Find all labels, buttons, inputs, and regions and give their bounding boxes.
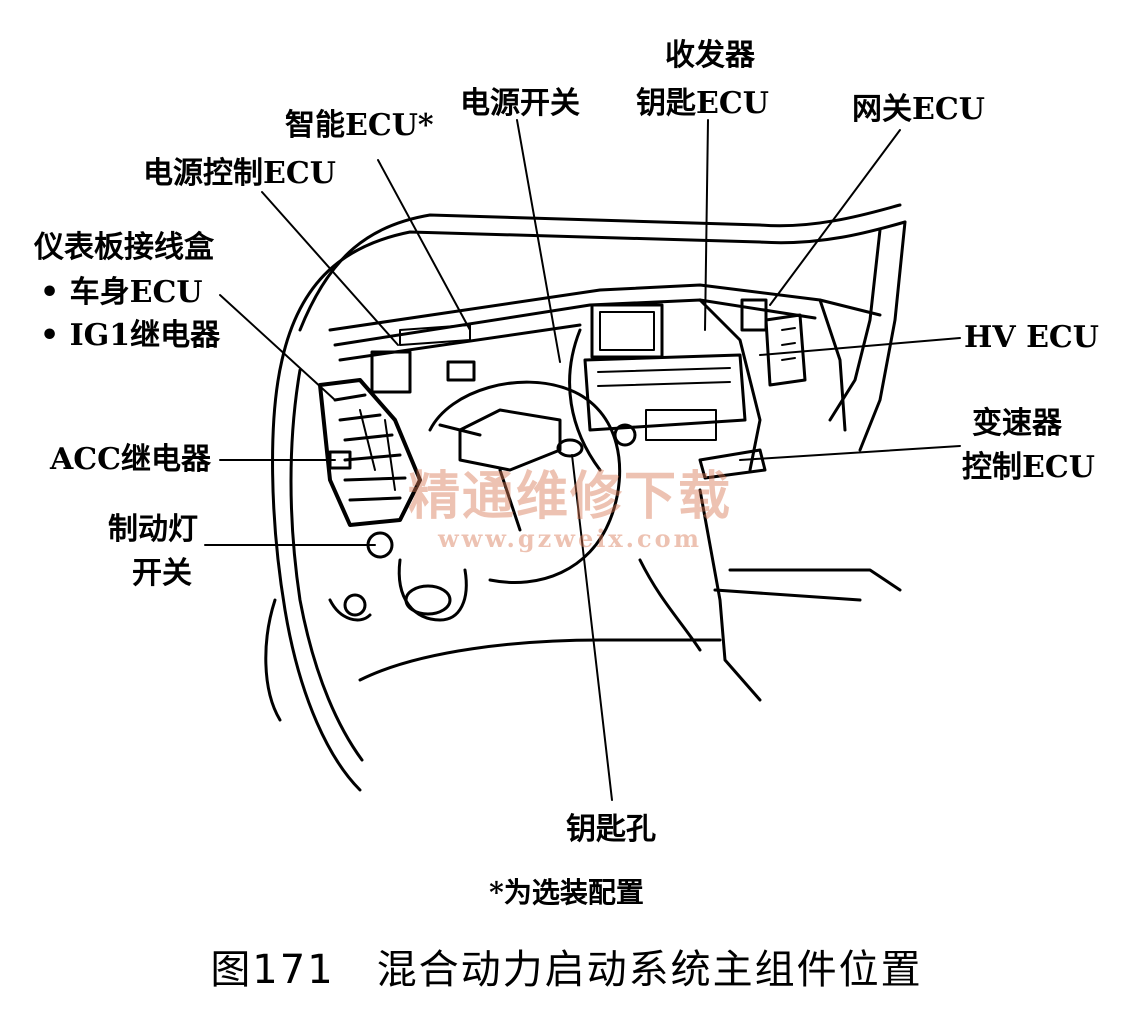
label-hv-ecu: HV ECU xyxy=(964,320,1099,355)
watermark-text: 精通维修下载 xyxy=(407,466,732,527)
steering-column xyxy=(428,380,622,584)
center-console xyxy=(568,298,762,472)
watermark: 精通维修下载 www.gzweix.com xyxy=(390,468,750,552)
label-key-slot: 钥匙孔 xyxy=(566,812,656,847)
label-transceiver-line2: 钥匙ECU xyxy=(636,86,769,121)
dashboard-top xyxy=(328,220,907,452)
lower-dash xyxy=(328,488,902,702)
right-ecu-boxes xyxy=(698,298,807,480)
figure-caption: 图171 混合动力启动系统主组件位置 xyxy=(0,946,1133,994)
label-ig1-relay: • IG1继电器 xyxy=(40,318,221,353)
figure-title: 混合动力启动系统主组件位置 xyxy=(376,947,923,993)
label-brake-switch-line2: 开关 xyxy=(132,556,192,591)
a-pillar-outline xyxy=(264,203,907,792)
label-power-switch: 电源开关 xyxy=(460,86,580,121)
label-brake-switch-line1: 制动灯 xyxy=(108,512,198,547)
label-gateway-ecu: 网关ECU xyxy=(852,92,985,127)
option-note: *为选装配置 xyxy=(489,876,644,909)
leader-lines xyxy=(204,119,961,801)
label-acc-relay: ACC继电器 xyxy=(50,442,212,477)
figure-number: 图171 xyxy=(210,947,335,993)
label-transmission-line1: 变速器 xyxy=(972,406,1062,441)
label-transceiver-line1: 收发器 xyxy=(665,38,755,73)
label-transmission-line2: 控制ECU xyxy=(962,450,1095,485)
label-smart-ecu: 智能ECU* xyxy=(285,108,434,143)
watermark-url: www.gzweix.com xyxy=(437,524,703,553)
label-power-control-ecu: 电源控制ECU xyxy=(143,156,336,191)
junction-box xyxy=(318,378,422,527)
label-junction-box: 仪表板接线盒 xyxy=(34,230,214,265)
upper-ecu-units xyxy=(370,324,476,394)
label-body-ecu: • 车身ECU xyxy=(40,275,203,310)
